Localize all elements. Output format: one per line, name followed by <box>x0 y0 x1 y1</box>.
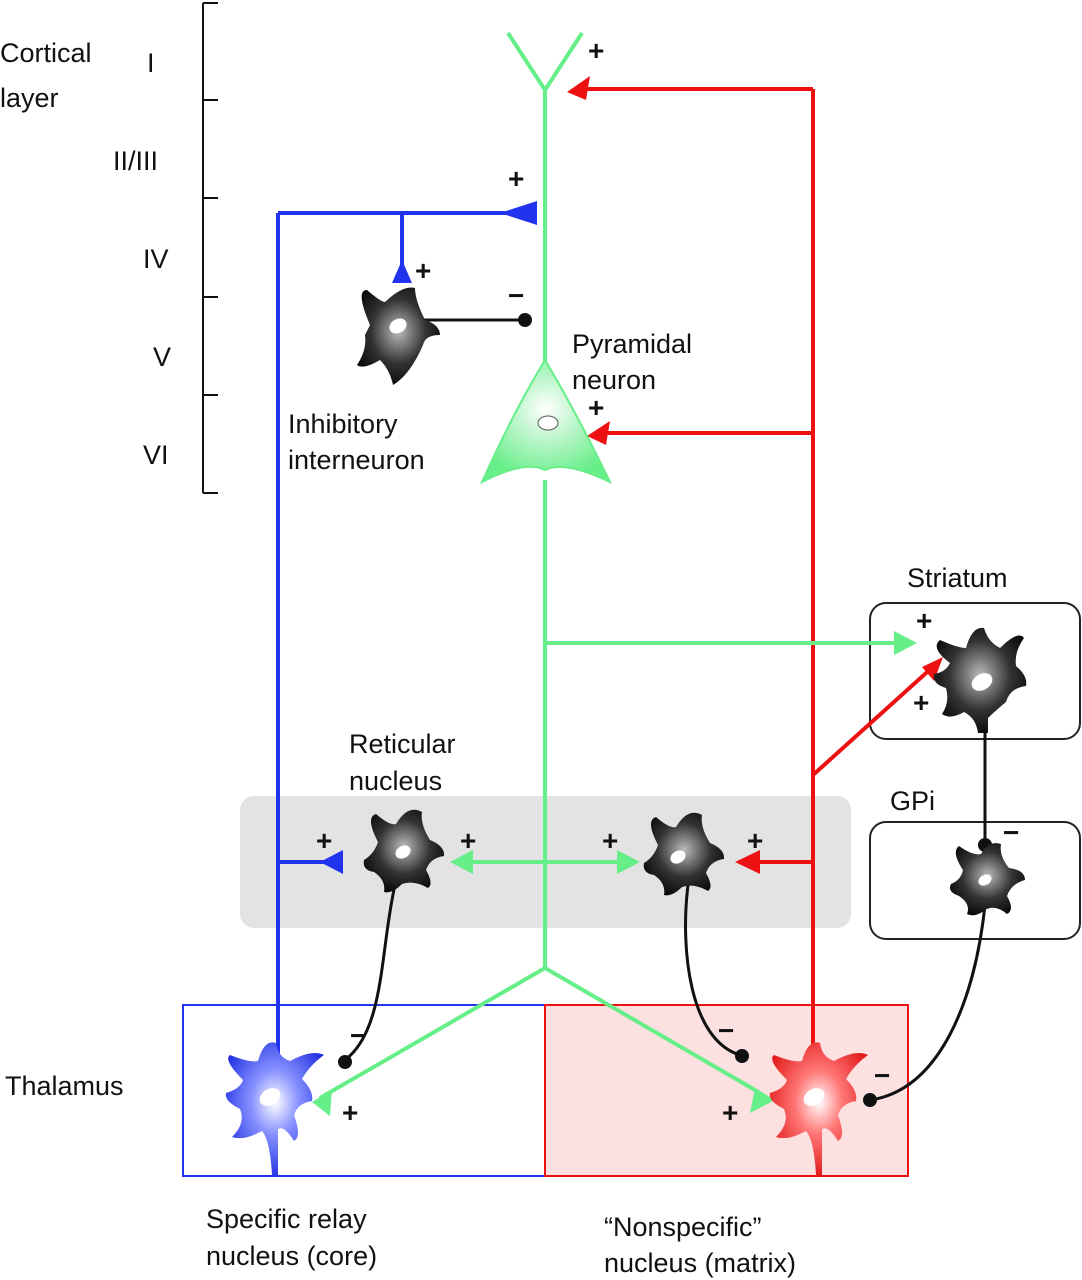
sign-plus-striatum-bottom: + <box>913 687 929 718</box>
cortical-layer-label: Cortical <box>0 38 92 68</box>
sign-plus-nonspecific: + <box>722 1097 738 1128</box>
nonspecific-synapse-layer1 <box>567 76 590 100</box>
sign-plus-striatum-top: + <box>916 605 932 636</box>
pyramidal-synapse-specific-relay <box>312 1090 332 1116</box>
sign-plus-reticular-green-right: + <box>602 825 618 856</box>
nonspecific-synapse-striatum <box>922 657 943 681</box>
specific-relay-label: Specific relay <box>206 1204 367 1234</box>
sign-plus-pyramidal-specific: + <box>508 163 524 194</box>
reticular-neuron-right-icon <box>643 812 725 896</box>
sign-minus-interneuron: − <box>508 280 524 311</box>
specific-synapse-reticular <box>320 850 343 874</box>
nonspecific-label-line2: nucleus (matrix) <box>604 1248 796 1278</box>
nonspecific-neuron-icon <box>769 1042 868 1175</box>
reticular-right-inhibitory-terminal <box>735 1049 749 1063</box>
pyramidal-neuron-label: Pyramidal <box>572 329 692 359</box>
pyramidal-pathway <box>318 31 905 1100</box>
sign-minus-nonspecific-gpi: − <box>874 1060 890 1091</box>
pyramidal-synapse-reticular-right <box>617 850 640 874</box>
pyramidal-synapse-reticular-left <box>450 850 473 874</box>
layer-i-label: I <box>147 48 155 78</box>
sign-plus-pyramidal-nonspecific: + <box>588 392 604 423</box>
layer-vi-label: VI <box>143 440 169 470</box>
reticular-neuron-left-icon <box>363 809 445 893</box>
pyramidal-neuron-label-line2: neuron <box>572 365 656 395</box>
cortical-layer-scale <box>202 2 218 494</box>
sign-plus-specific-relay: + <box>342 1097 358 1128</box>
sign-plus-reticular-blue: + <box>316 825 332 856</box>
interneuron-inhibitory-terminal <box>518 313 532 327</box>
inhibitory-interneuron-label: Inhibitory <box>288 409 398 439</box>
striatum-neuron-icon <box>933 627 1027 733</box>
sign-plus-interneuron: + <box>415 255 431 286</box>
sign-minus-specific-relay: − <box>350 1020 366 1051</box>
gpi-neuron-icon <box>950 843 1025 916</box>
sign-plus-layer1: + <box>588 35 604 66</box>
thalamus-label: Thalamus <box>5 1071 124 1101</box>
sign-minus-gpi: − <box>1003 817 1019 848</box>
gpi-inhibitory-terminal <box>863 1093 877 1107</box>
layer-v-label: V <box>153 342 171 372</box>
reticular-nucleus-label: Reticular <box>349 729 456 759</box>
specific-relay-neuron-icon <box>225 1042 324 1175</box>
nonspecific-synapse-pyramidal <box>587 421 610 445</box>
reticular-left-inhibitory-terminal <box>338 1055 352 1069</box>
pyramidal-nucleus-icon <box>537 415 559 431</box>
reticular-nucleus-label-line2: nucleus <box>349 766 442 796</box>
specific-relay-label-line2: nucleus (core) <box>206 1241 377 1271</box>
gpi-label: GPi <box>890 786 935 816</box>
sign-minus-nonspecific-reticular: − <box>718 1015 734 1046</box>
sign-plus-reticular-red: + <box>747 825 763 856</box>
specific-synapse-interneuron <box>392 260 412 283</box>
specific-synapse-pyramidal <box>500 201 537 225</box>
nonspecific-pathway <box>585 87 937 1050</box>
nonspecific-label: “Nonspecific” <box>604 1212 762 1242</box>
inhibitory-interneuron-icon <box>357 287 440 385</box>
pyramidal-synapse-nonspecific <box>750 1088 775 1113</box>
pyramidal-synapse-striatum <box>894 631 917 655</box>
striatum-label: Striatum <box>907 563 1008 593</box>
inhibitory-axons <box>344 318 987 1102</box>
specific-pathway <box>276 211 520 1090</box>
cortical-layer-label-line2: layer <box>0 83 59 113</box>
layer-iv-label: IV <box>143 244 169 274</box>
layer-ii-iii-label: II/III <box>113 146 158 176</box>
nonspecific-synapse-reticular <box>735 850 760 874</box>
inhibitory-interneuron-label-line2: interneuron <box>288 445 425 475</box>
sign-plus-reticular-green-left: + <box>460 825 476 856</box>
